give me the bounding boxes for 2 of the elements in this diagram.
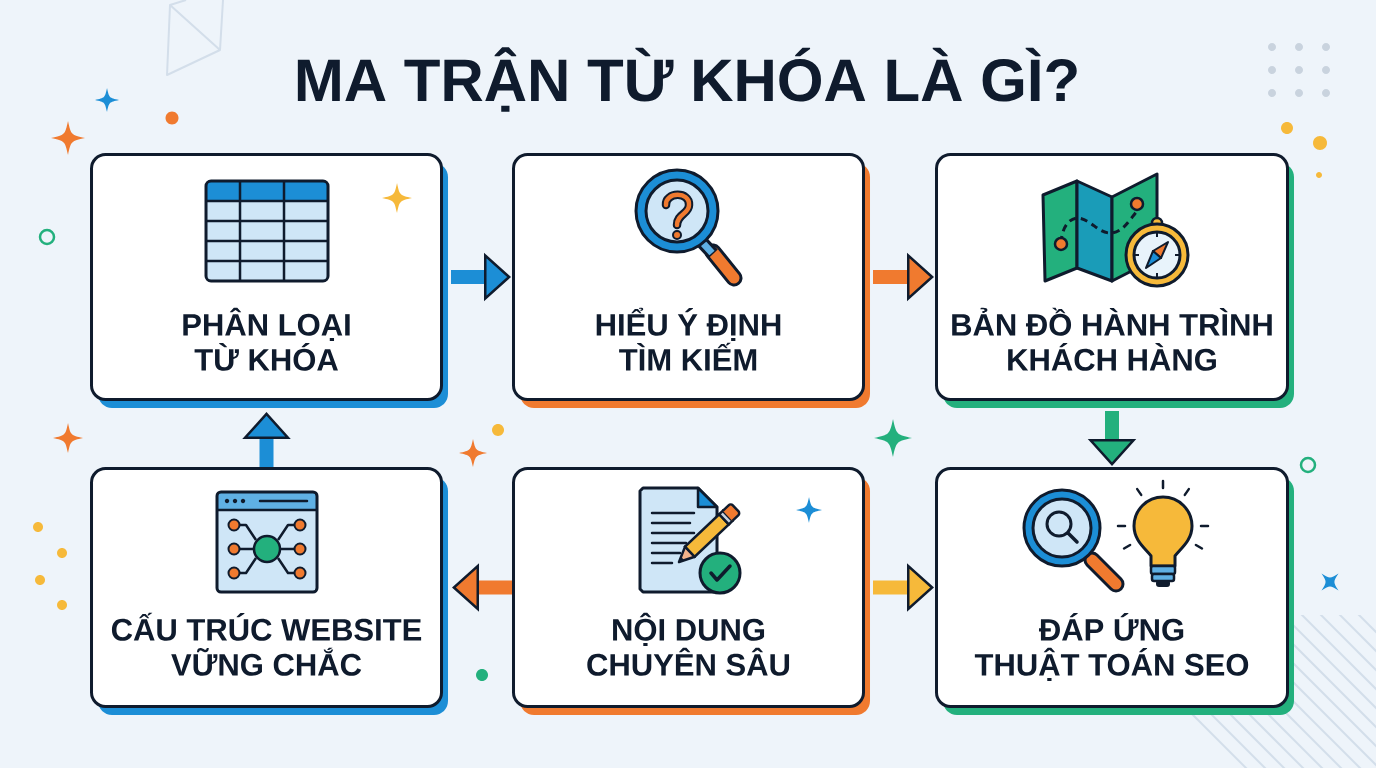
step-box: HIỂU Ý ĐỊNH TÌM KIẾM	[512, 153, 870, 408]
title: MA TRẬN TỪ KHÓA LÀ GÌ?	[297, 47, 1077, 112]
